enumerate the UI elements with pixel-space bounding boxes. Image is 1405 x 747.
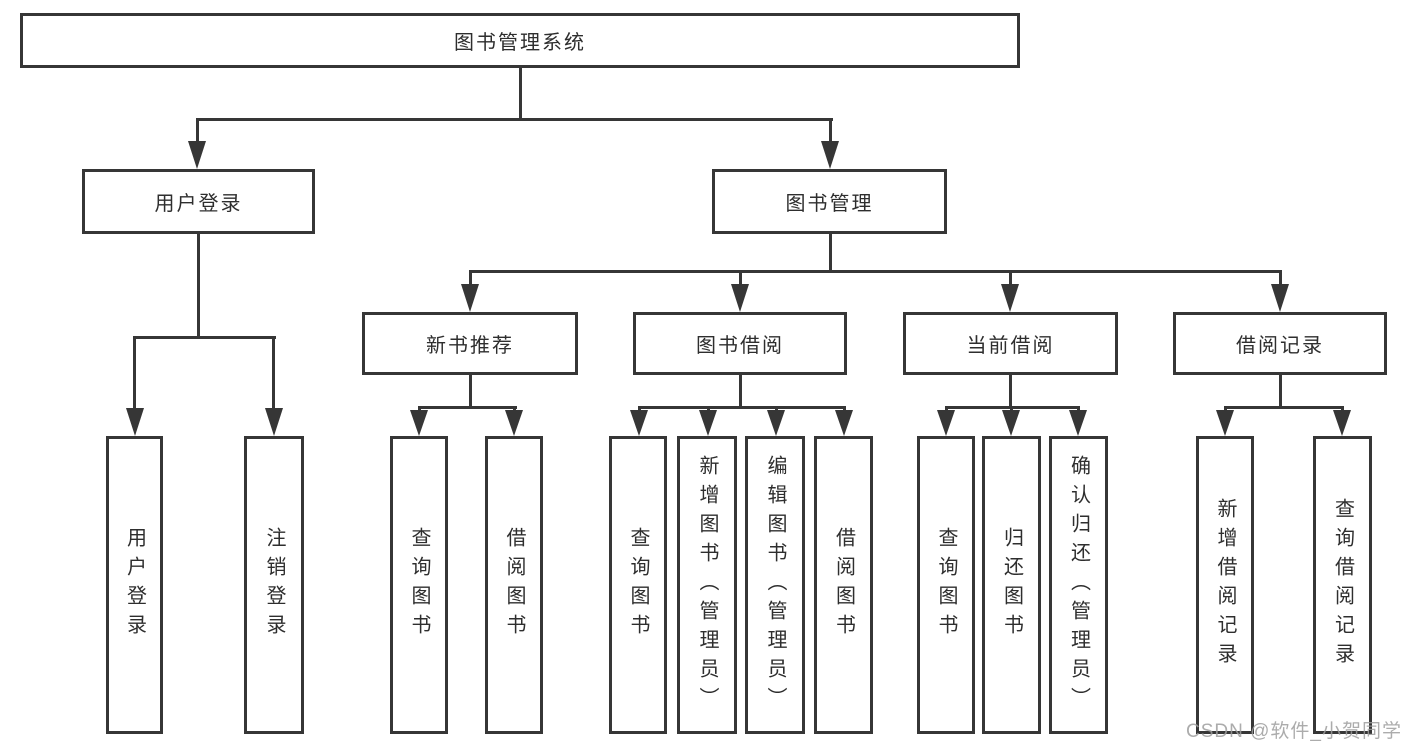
node-label: 用户登录: [123, 527, 146, 643]
arrow-down-icon: [1271, 284, 1289, 312]
arrow-down-icon: [699, 410, 717, 436]
node-label: 图书管理: [785, 193, 874, 215]
node-label: 借阅图书: [832, 527, 855, 643]
arrow-down-icon: [1001, 284, 1019, 312]
node-label: 查询借阅记录: [1331, 498, 1354, 672]
arrow-down-icon: [821, 141, 839, 169]
node-label: 借阅图书: [503, 527, 525, 643]
node-leaf-logout: 注销登录: [244, 436, 304, 734]
node-label: 查询图书: [627, 527, 649, 643]
node-label: 图书管理系统: [454, 32, 586, 54]
node-root-library-management-system: 图书管理系统: [20, 13, 1020, 68]
node-book-borrowing: 图书借阅: [633, 312, 847, 375]
node-label: 图书借阅: [696, 335, 784, 357]
node-label: 当前借阅: [966, 335, 1055, 357]
node-leaf-br-add-record: 新增借阅记录: [1196, 436, 1254, 734]
connector-line: [1009, 375, 1012, 406]
node-book-management: 图书管理: [712, 169, 947, 234]
connector-line: [469, 375, 472, 406]
node-label: 归还图书: [1000, 527, 1023, 643]
node-leaf-bb-edit-book-admin: 编辑图书（管理员）: [745, 436, 805, 734]
arrow-down-icon: [835, 410, 853, 436]
connector-line: [829, 118, 832, 143]
arrow-down-icon: [188, 141, 206, 169]
arrow-down-icon: [461, 284, 479, 312]
node-label: 查询图书: [935, 527, 957, 643]
node-leaf-bb-borrow-book: 借阅图书: [814, 436, 873, 734]
node-label: 查询图书: [408, 527, 430, 643]
connector-line: [469, 270, 472, 286]
connector-line: [133, 336, 136, 410]
node-leaf-br-query-record: 查询借阅记录: [1313, 436, 1372, 734]
connector-line: [1279, 375, 1282, 406]
arrow-down-icon: [126, 408, 144, 436]
node-user-login: 用户登录: [82, 169, 315, 234]
node-leaf-bb-query-book: 查询图书: [609, 436, 667, 734]
arrow-down-icon: [1216, 410, 1234, 436]
connector-line: [519, 68, 522, 118]
node-current-borrowing: 当前借阅: [903, 312, 1118, 375]
connector-line: [1224, 406, 1344, 409]
node-leaf-nb-query-book: 查询图书: [390, 436, 448, 734]
arrow-down-icon: [731, 284, 749, 312]
node-label: 新增图书（管理员）: [696, 454, 718, 716]
node-label: 确认归还（管理员）: [1067, 454, 1090, 716]
connector-line: [196, 118, 199, 143]
node-leaf-user-login: 用户登录: [106, 436, 163, 734]
node-leaf-cb-return-book: 归还图书: [982, 436, 1041, 734]
connector-line: [133, 336, 276, 339]
node-new-book-recommend: 新书推荐: [362, 312, 578, 375]
connector-line: [638, 406, 846, 409]
connector-line: [1279, 270, 1282, 286]
node-label: 新书推荐: [426, 335, 514, 357]
csdn-watermark: CSDN @软件_小贺同学: [1186, 721, 1402, 742]
connector-line: [418, 406, 517, 409]
arrow-down-icon: [630, 410, 648, 436]
node-label: 编辑图书（管理员）: [764, 454, 786, 716]
connector-line: [739, 375, 742, 406]
arrow-down-icon: [265, 408, 283, 436]
connector-line: [272, 336, 275, 410]
node-leaf-cb-query-book: 查询图书: [917, 436, 975, 734]
node-leaf-cb-confirm-return-admin: 确认归还（管理员）: [1049, 436, 1108, 734]
connector-line: [196, 118, 833, 121]
arrow-down-icon: [937, 410, 955, 436]
arrow-down-icon: [1333, 410, 1351, 436]
node-leaf-nb-borrow-book: 借阅图书: [485, 436, 543, 734]
node-label: 注销登录: [263, 527, 285, 643]
node-label: 新增借阅记录: [1214, 498, 1236, 672]
node-label: 借阅记录: [1236, 335, 1324, 357]
arrow-down-icon: [767, 410, 785, 436]
node-borrowing-records: 借阅记录: [1173, 312, 1387, 375]
arrow-down-icon: [410, 410, 428, 436]
arrow-down-icon: [1002, 410, 1020, 436]
connector-line: [197, 234, 200, 336]
arrow-down-icon: [505, 410, 523, 436]
arrow-down-icon: [1069, 410, 1087, 436]
node-label: 用户登录: [154, 193, 243, 215]
connector-line: [739, 270, 742, 286]
connector-line: [829, 234, 832, 270]
node-leaf-bb-add-book-admin: 新增图书（管理员）: [677, 436, 737, 734]
connector-line: [1009, 270, 1012, 286]
connector-line: [469, 270, 1282, 273]
